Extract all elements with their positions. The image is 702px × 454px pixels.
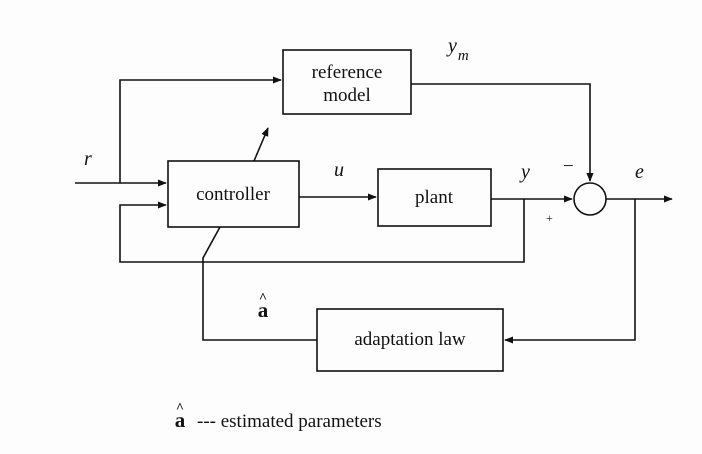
- reference-model-label-line2: model: [323, 85, 371, 106]
- minus-sign: −: [563, 156, 574, 177]
- a-hat-label: a: [258, 298, 269, 322]
- adaptation-law-label: adaptation law: [354, 329, 466, 350]
- controller-block: controller: [167, 160, 300, 228]
- r-to-reference-model-arrow: [119, 76, 282, 183]
- adaptation-law-block: adaptation law: [316, 308, 504, 372]
- signal-e-label: e: [635, 161, 644, 183]
- legend-hat-mark: ^: [176, 401, 184, 416]
- reference-model-block: reference model: [282, 49, 412, 115]
- ym-to-junction-arrow: [411, 83, 594, 182]
- legend: ^ a --- estimated parameters: [175, 401, 382, 432]
- summing-junction: [573, 182, 607, 216]
- e-to-adaptation-law-arrow: [504, 199, 636, 344]
- plant-block: plant: [377, 168, 492, 227]
- a-hat-mark: ^: [259, 291, 267, 306]
- signal-u-label: u: [334, 159, 344, 181]
- reference-model-label-line1: reference: [312, 62, 383, 83]
- signal-ym-label: ym: [446, 35, 469, 64]
- legend-symbol: a: [175, 408, 186, 432]
- legend-text: --- estimated parameters: [197, 411, 382, 432]
- signal-r-label: r: [84, 148, 92, 170]
- controller-label: controller: [196, 184, 271, 205]
- signal-y-label: y: [519, 161, 530, 183]
- adjustable-parameter-arrow: [253, 127, 269, 162]
- a-hat-to-controller-line: [202, 226, 317, 341]
- y-feedback-arrow: [119, 199, 525, 263]
- plus-sign: +: [546, 211, 553, 225]
- plant-label: plant: [415, 187, 454, 208]
